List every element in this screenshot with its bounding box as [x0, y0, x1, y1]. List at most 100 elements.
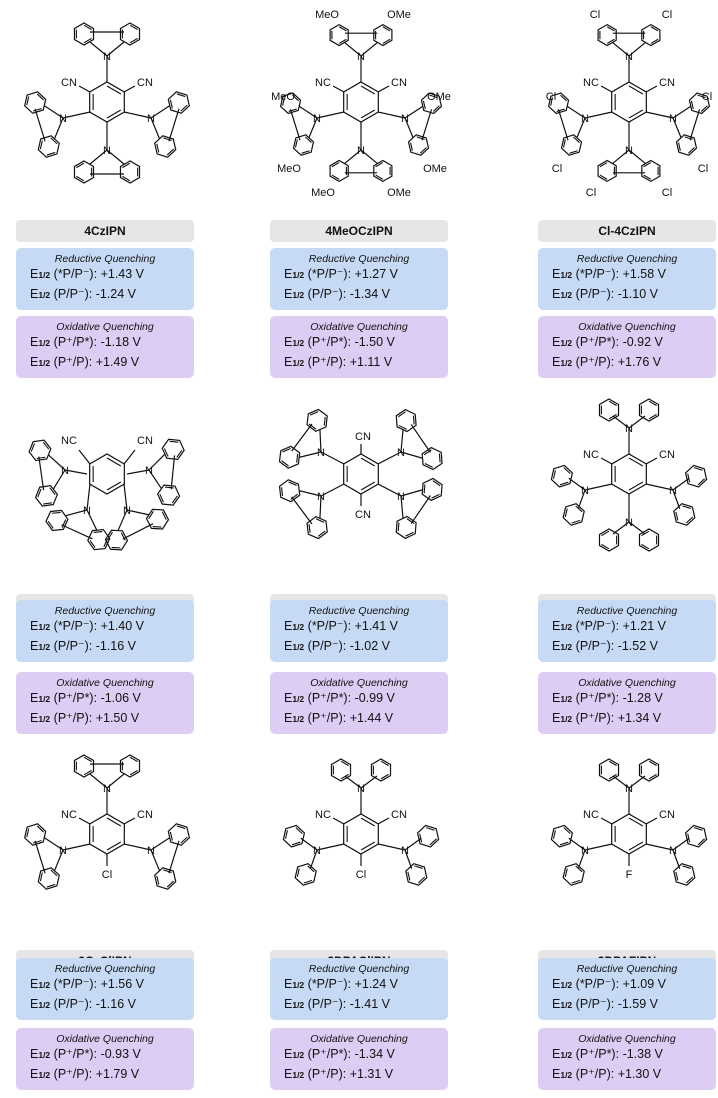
- potential-value: -1.18 V: [100, 335, 141, 349]
- e-subscript: 1/2: [38, 1070, 51, 1080]
- potential-row: E1/2 (P/P⁻): -1.16 V: [16, 637, 194, 657]
- nitrogen-label: N: [581, 113, 589, 125]
- quenching-title: Reductive Quenching: [54, 605, 156, 617]
- carbazole-ring: [373, 23, 393, 47]
- potential-row: E1/2 (*P/P⁻): +1.41 V: [270, 617, 448, 637]
- nitrogen-label: N: [317, 447, 325, 459]
- potential-value: +1.43 V: [100, 267, 145, 281]
- e-subscript: 1/2: [292, 714, 305, 724]
- couple-label: (P⁺/P*):: [53, 691, 98, 705]
- potential-value: -0.92 V: [622, 335, 663, 349]
- e-symbol: E: [30, 639, 39, 653]
- nitrogen-label: N: [397, 447, 405, 459]
- potential-row: E1/2 (P⁺/P): +1.31 V: [270, 1065, 448, 1085]
- quenching-title: Reductive Quenching: [576, 605, 678, 617]
- nitrogen-label: N: [61, 465, 69, 477]
- quenching-title: Reductive Quenching: [308, 253, 410, 265]
- potential-value: -0.99 V: [354, 691, 395, 705]
- quenching-title: Oxidative Quenching: [578, 321, 676, 333]
- cyano-label: CN: [137, 77, 153, 89]
- cyano-label: NC: [61, 809, 77, 821]
- benzene-core: [343, 81, 379, 123]
- carbazole-ring: [28, 439, 52, 462]
- e-subscript: 1/2: [38, 980, 51, 990]
- couple-label: (*P/P⁻):: [575, 977, 620, 991]
- e-subscript: 1/2: [38, 714, 51, 724]
- nitrogen-label: N: [147, 113, 155, 125]
- potential-row: E1/2 (P⁺/P): +1.34 V: [538, 709, 716, 729]
- carbazole-ring: [119, 22, 141, 46]
- couple-label: (P⁺/P*):: [307, 691, 352, 705]
- phenyl-ring: [550, 824, 574, 848]
- carbazole-ring: [278, 445, 301, 469]
- potential-row: E1/2 (P⁺/P): +1.76 V: [538, 353, 716, 373]
- carbazole-ring: [395, 515, 417, 540]
- couple-label: (P⁺/P*):: [307, 1047, 352, 1061]
- phenyl-ring: [638, 528, 660, 552]
- potential-row: E1/2 (P⁺/P*): -1.18 V: [16, 333, 194, 353]
- carbazole-ring: [119, 754, 141, 778]
- nitrogen-label: N: [581, 485, 589, 497]
- quenching-title: Oxidative Quenching: [578, 1033, 676, 1045]
- potential-row: E1/2 (P/P⁻): -1.10 V: [538, 285, 716, 305]
- substituent-label: OMe: [387, 187, 411, 199]
- e-symbol: E: [284, 977, 293, 991]
- carbazole-ring: [73, 160, 95, 184]
- potential-row: E1/2 (P⁺/P*): -0.93 V: [16, 1045, 194, 1065]
- nitrogen-label: N: [357, 783, 365, 795]
- couple-label: (*P/P⁻):: [307, 267, 352, 281]
- potential-row: E1/2 (*P/P⁻): +1.21 V: [538, 617, 716, 637]
- e-subscript: 1/2: [560, 1070, 573, 1080]
- e-subscript: 1/2: [292, 1070, 305, 1080]
- phenyl-ring: [550, 464, 574, 488]
- potential-row: E1/2 (P/P⁻): -1.59 V: [538, 995, 716, 1015]
- nitrogen-label: N: [625, 783, 633, 795]
- carbazole-ring: [597, 23, 617, 47]
- carbazole-ring: [373, 159, 393, 183]
- substituent-label: MeO: [315, 9, 339, 21]
- potential-value: +1.50 V: [95, 711, 140, 725]
- carbazole-ring: [145, 508, 170, 530]
- potential-value: -1.06 V: [100, 691, 141, 705]
- e-symbol: E: [30, 711, 39, 725]
- quenching-title: Oxidative Quenching: [310, 1033, 408, 1045]
- couple-label: (*P/P⁻):: [575, 619, 620, 633]
- e-symbol: E: [30, 977, 39, 991]
- nitrogen-label: N: [625, 517, 633, 529]
- quenching-title: Oxidative Quenching: [310, 677, 408, 689]
- cyano-label: CN: [137, 809, 153, 821]
- e-subscript: 1/2: [38, 358, 51, 368]
- e-subscript: 1/2: [560, 1050, 573, 1060]
- couple-label: (P⁺/P*):: [575, 691, 620, 705]
- e-subscript: 1/2: [560, 338, 573, 348]
- e-symbol: E: [552, 287, 561, 301]
- e-symbol: E: [284, 1067, 293, 1081]
- nitrogen-label: N: [313, 845, 321, 857]
- e-symbol: E: [30, 997, 39, 1011]
- potential-value: +1.41 V: [354, 619, 399, 633]
- nitrogen-label: N: [581, 845, 589, 857]
- phenyl-ring: [598, 758, 620, 782]
- potential-row: E1/2 (P⁺/P): +1.44 V: [270, 709, 448, 729]
- compound-name: 4CzIPN: [16, 220, 194, 242]
- carbazole-ring: [154, 867, 177, 890]
- nitrogen-label: N: [357, 51, 365, 63]
- e-subscript: 1/2: [292, 290, 305, 300]
- e-subscript: 1/2: [38, 642, 51, 652]
- carbazole-ring: [167, 91, 190, 114]
- quenching-title: Oxidative Quenching: [56, 677, 154, 689]
- halogen-label: Cl: [102, 869, 112, 881]
- potential-row: E1/2 (P/P⁻): -1.24 V: [16, 285, 194, 305]
- potential-value: -1.16 V: [95, 997, 136, 1011]
